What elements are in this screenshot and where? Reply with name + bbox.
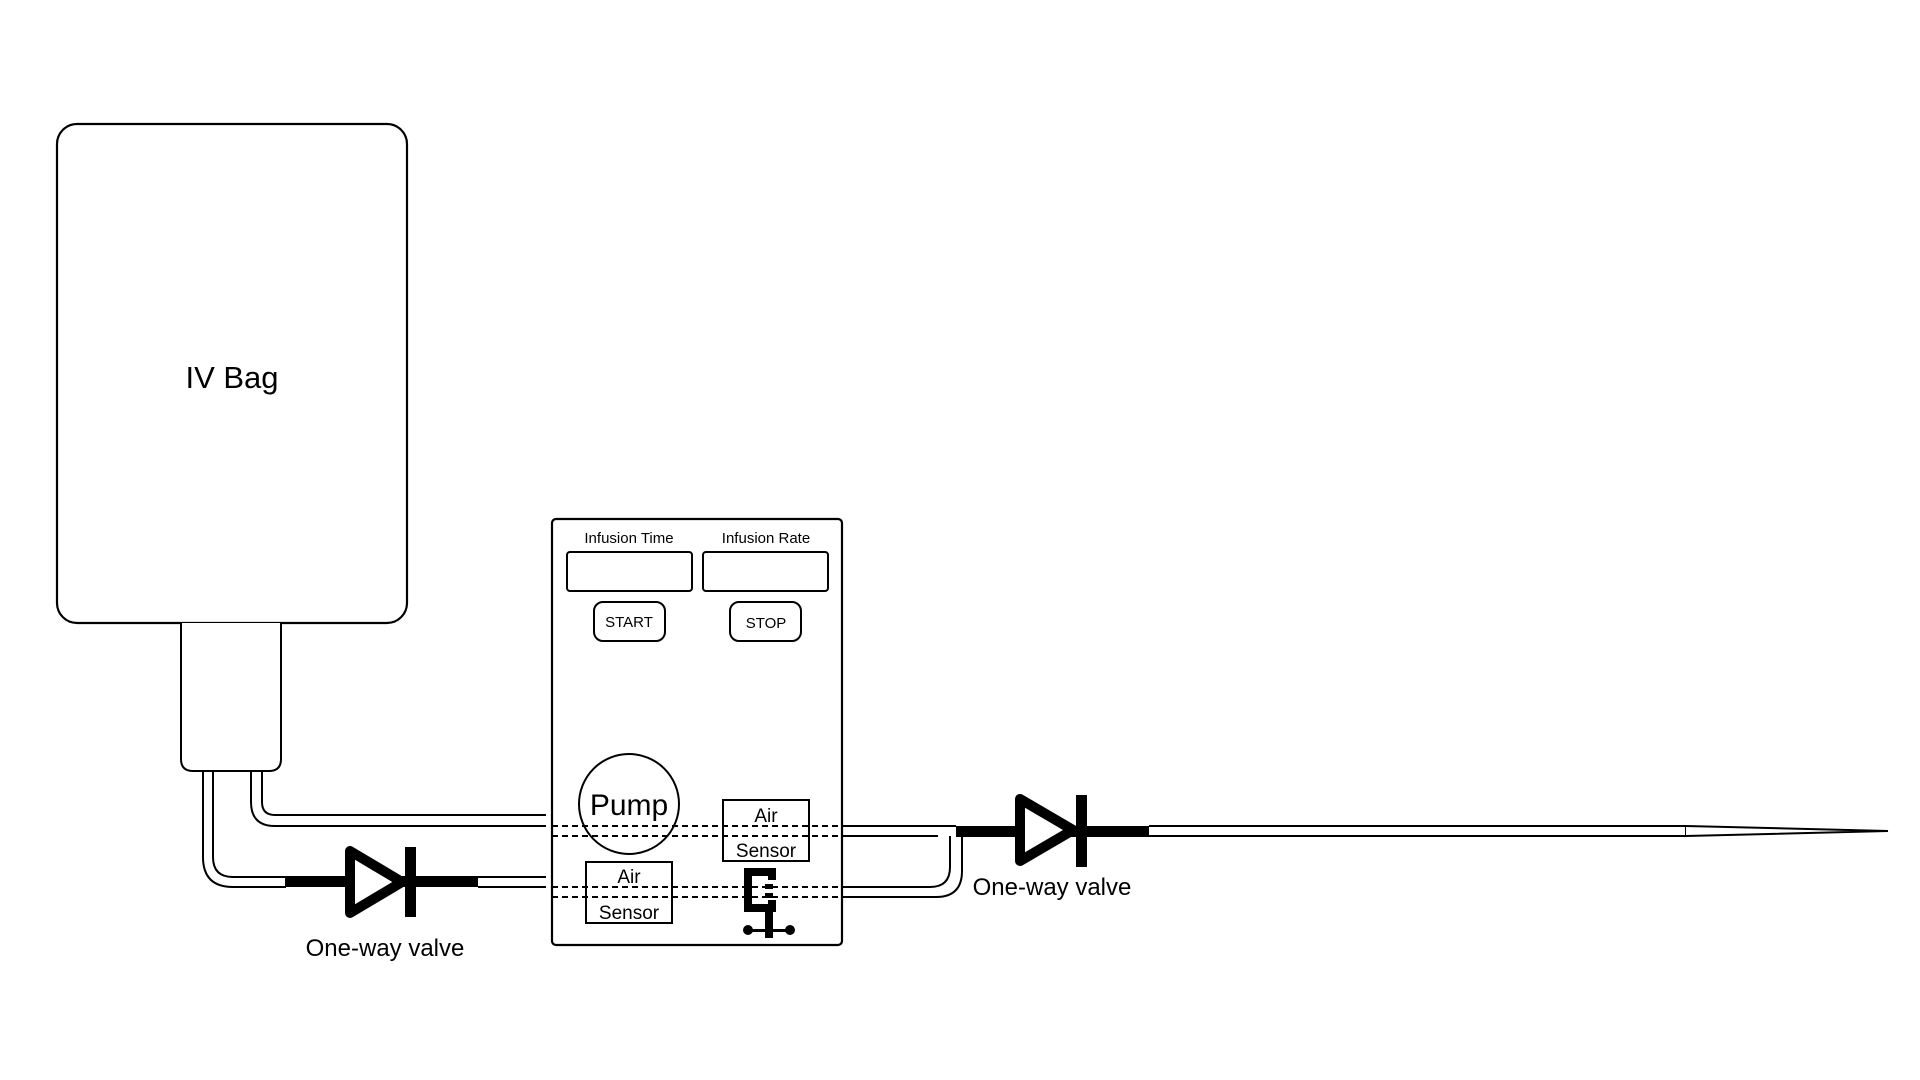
tube-out	[1149, 825, 1687, 837]
air-sensor-upper: Air Sensor	[722, 799, 810, 862]
tube-out-loop	[842, 825, 963, 898]
iv-bag-label: IV Bag	[185, 360, 278, 395]
one-way-valve-1: One-way valve	[285, 846, 478, 962]
diode-valve-icon	[345, 846, 407, 918]
sensor-upper-line2: Sensor	[736, 841, 797, 862]
infusion-time-field[interactable]	[566, 551, 693, 592]
clamp-icon	[743, 868, 795, 938]
iv-bag: IV Bag	[55, 122, 409, 625]
stop-button-label: STOP	[746, 615, 787, 632]
pump-unit: Infusion Time Infusion Rate START STOP P…	[550, 517, 844, 947]
tube-through-pump	[552, 825, 842, 898]
start-button-label: START	[605, 614, 653, 631]
needle-icon	[1685, 825, 1889, 837]
sensor-lower-line2: Sensor	[599, 903, 660, 924]
infusion-rate-field[interactable]	[702, 551, 829, 592]
sensor-lower-line1: Air	[617, 867, 641, 888]
sensor-upper-line1: Air	[754, 806, 778, 827]
upper-tube-in	[250, 771, 546, 827]
diode-valve-icon	[1015, 794, 1078, 866]
infusion-rate-label: Infusion Rate	[722, 530, 810, 547]
infusion-time-label: Infusion Time	[584, 530, 673, 547]
valve-1-label: One-way valve	[306, 935, 465, 962]
one-way-valve-2: One-way valve	[956, 794, 1149, 901]
bag-neck	[180, 623, 282, 772]
start-button[interactable]: START	[593, 601, 666, 642]
pump-label: Pump	[590, 789, 668, 822]
pump-rotor: Pump	[578, 753, 680, 855]
lower-tube-in	[202, 771, 546, 888]
stop-button[interactable]: STOP	[729, 601, 802, 642]
valve-2-label: One-way valve	[973, 874, 1132, 901]
air-sensor-lower: Air Sensor	[585, 861, 673, 924]
